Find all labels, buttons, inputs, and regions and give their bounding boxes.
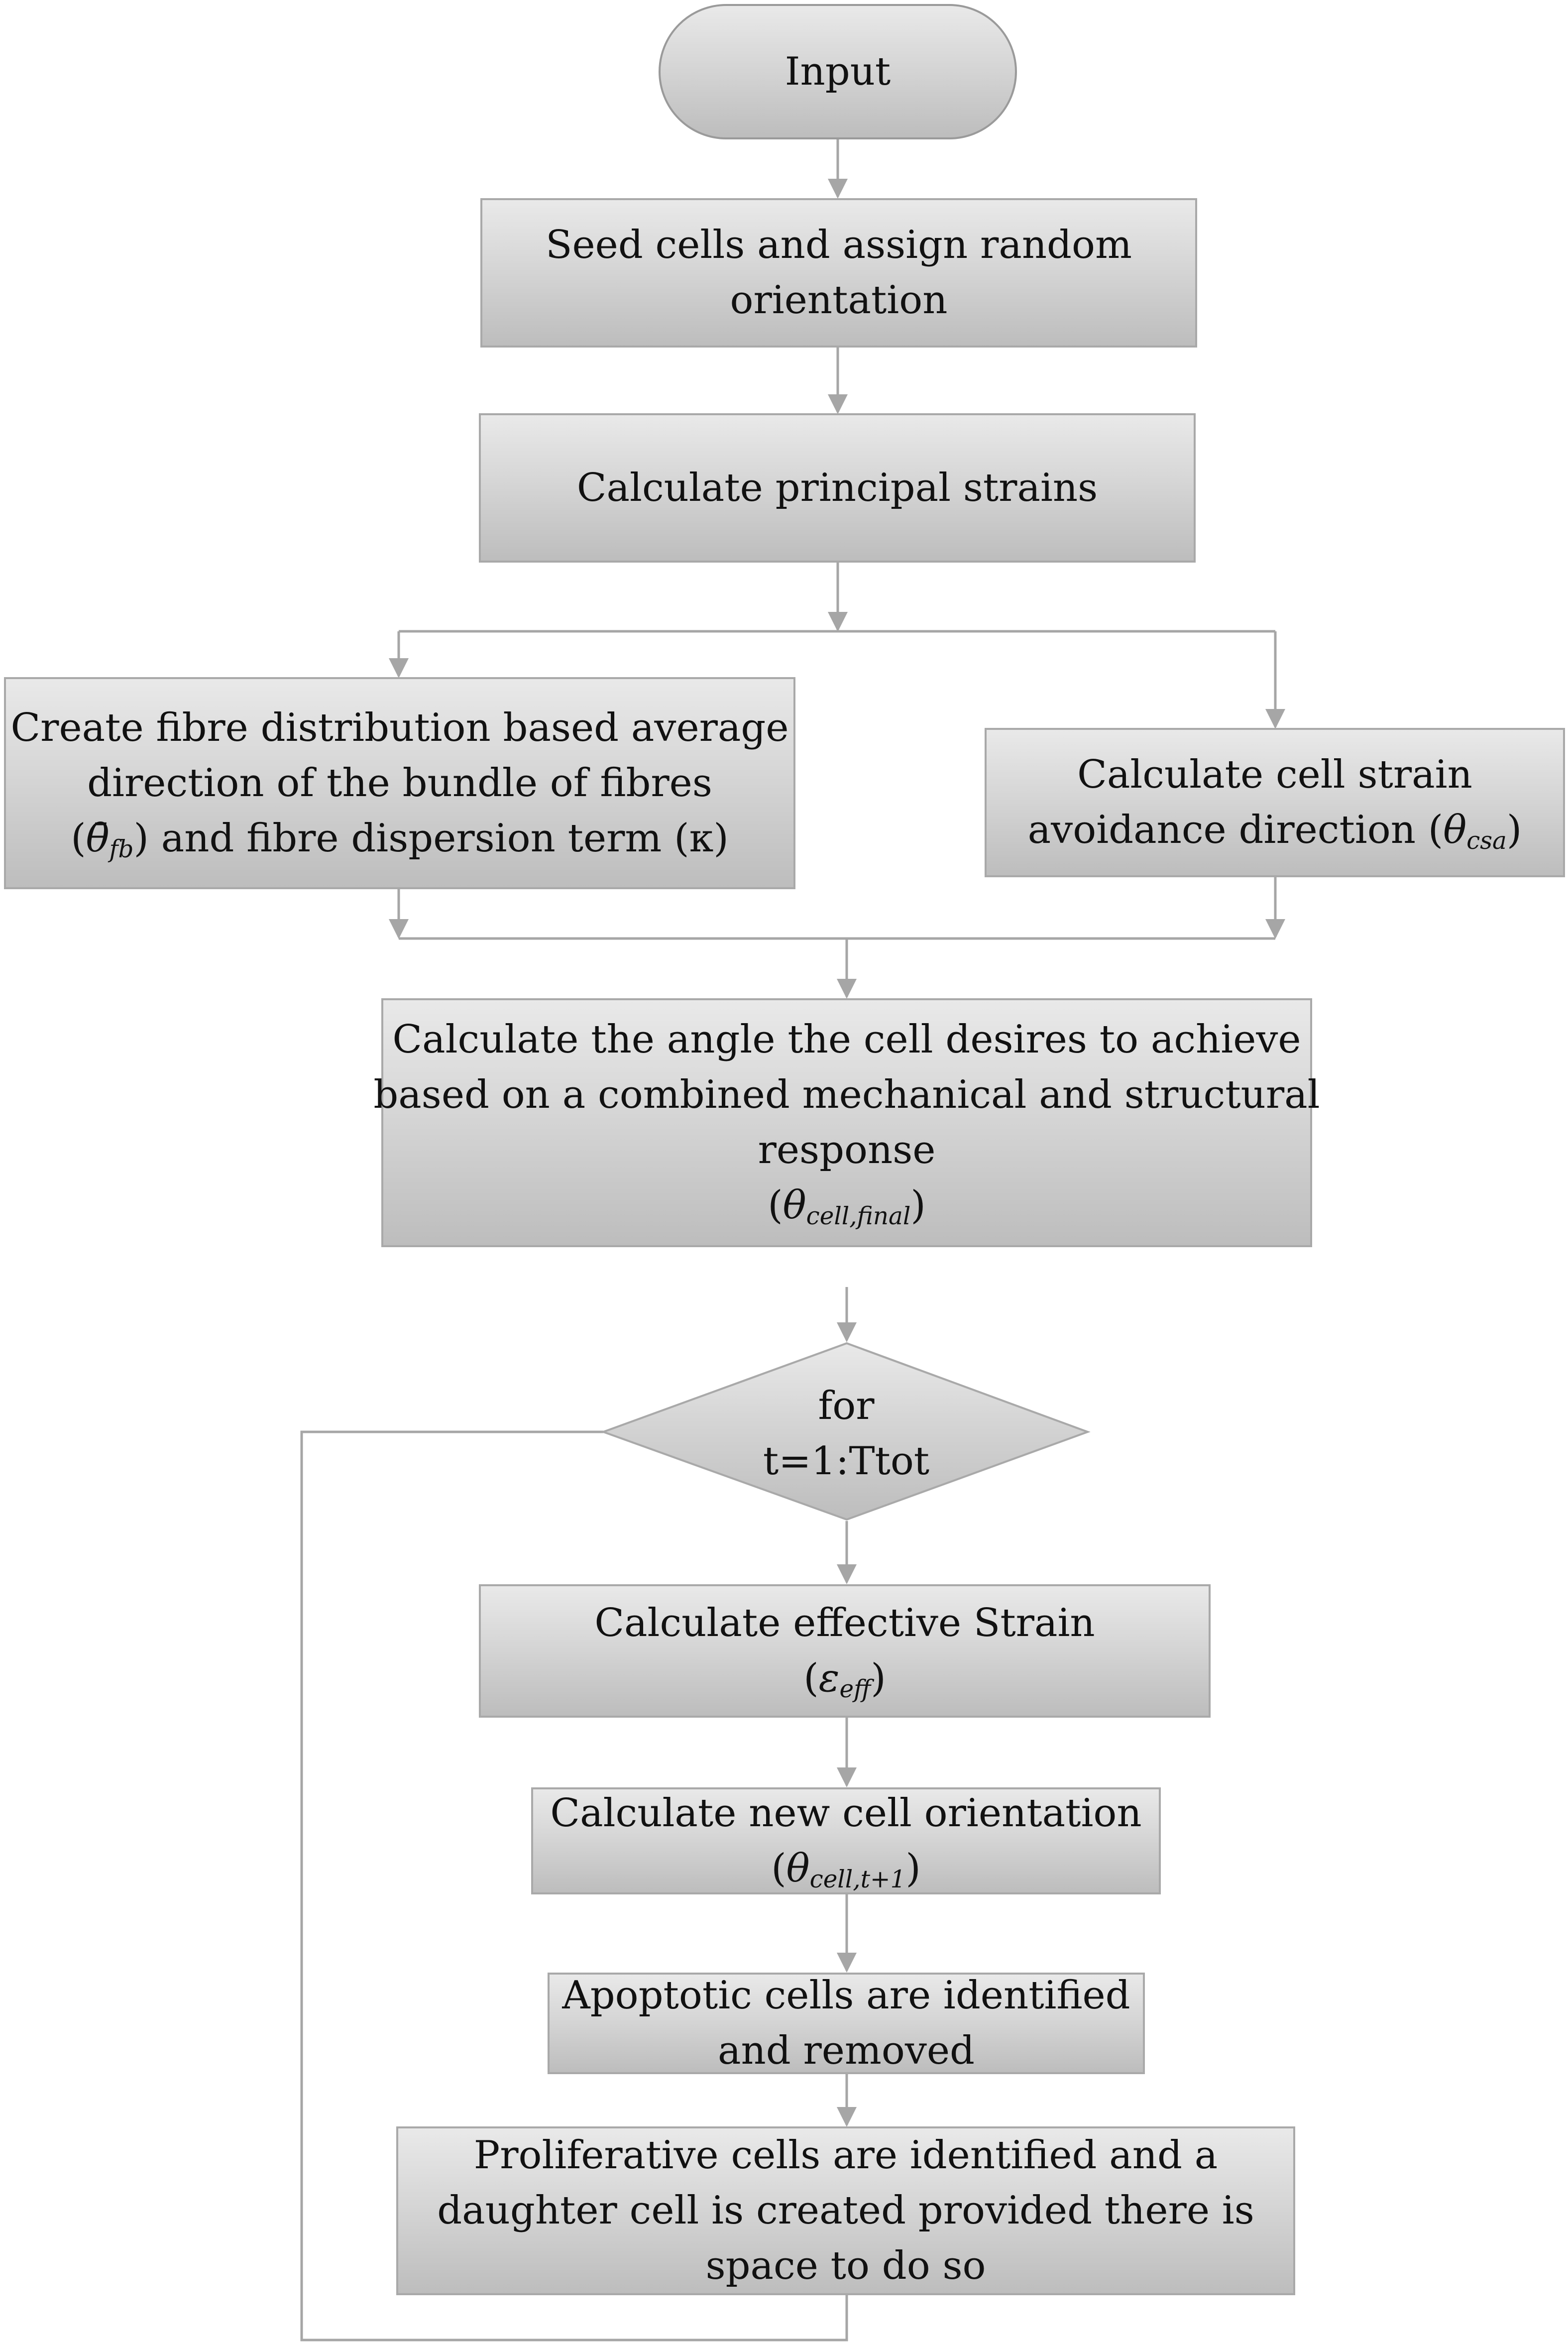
apoptotic-line-1: Apoptotic cells are identified (562, 1973, 1130, 2018)
loop-back-connector (300, 1430, 848, 2342)
neworient-theta-symbol: θ (786, 1846, 810, 1891)
fibre-theta-symbol: θ̄ (86, 816, 110, 861)
new-orientation-box: Calculate new cell orientation (θcell,t+… (531, 1787, 1161, 1894)
angle-line-3: response (758, 1128, 936, 1172)
neworient-line-2: (θcell,t+1) (771, 1846, 921, 1893)
csa-line-2-text: avoidance direction ( (1027, 808, 1444, 852)
fibre-line-3: (θ̄fb) and fibre dispersion term (κ) (71, 816, 729, 863)
fibre-line-2: direction of the bundle of fibres (87, 760, 712, 806)
fibre-distribution-box: Create fibre distribution based average … (4, 677, 795, 889)
seed-line-2: orientation (730, 278, 948, 323)
fibre-theta-sub: fb (109, 835, 134, 863)
principal-strains-box: Calculate principal strains (479, 413, 1196, 563)
csa-theta-symbol: θ (1443, 808, 1467, 852)
proliferative-line-2: daughter cell is created provided there … (437, 2188, 1254, 2233)
fibre-line-3-text: ) and fibre dispersion term (κ) (133, 816, 729, 861)
angle-theta-symbol: θ (783, 1183, 806, 1228)
principal-line-1: Calculate principal strains (576, 465, 1098, 510)
effective-strain-box: Calculate effective Strain (εeff) (479, 1584, 1211, 1718)
desired-angle-box: Calculate the angle the cell desires to … (373, 998, 1320, 1247)
apoptotic-line-2: and removed (718, 2028, 975, 2073)
strain-line-1: Calculate effective Strain (594, 1601, 1095, 1645)
angle-theta-sub: cell,final (806, 1202, 911, 1231)
strain-eps-symbol: ε (818, 1656, 840, 1701)
loop-decision-diamond (600, 1342, 1091, 1521)
loop-line-1: for (818, 1384, 875, 1428)
csa-line-1: Calculate cell strain (1077, 752, 1472, 797)
input-terminal: Input (659, 4, 1017, 139)
angle-line-1: Calculate the angle the cell desires to … (392, 1017, 1301, 1062)
input-label: Input (784, 49, 891, 94)
loop-decision-label: for t=1:Ttot (672, 1374, 1020, 1494)
strain-line-2: (εeff) (803, 1656, 886, 1704)
apoptotic-box: Apoptotic cells are identified and remov… (548, 1973, 1145, 2074)
proliferative-box: Proliferative cells are identified and a… (396, 2126, 1295, 2295)
angle-line-2: based on a combined mechanical and struc… (373, 1072, 1320, 1117)
proliferative-line-1: Proliferative cells are identified and a (473, 2133, 1218, 2178)
seed-line-1: Seed cells and assign random (546, 223, 1132, 267)
csa-line-2: avoidance direction (θcsa) (1027, 808, 1522, 855)
strain-eps-sub: eff (839, 1675, 871, 1704)
csa-theta-sub: csa (1466, 827, 1507, 855)
proliferative-line-3: space to do so (705, 2243, 986, 2288)
strain-avoidance-box: Calculate cell strain avoidance directio… (985, 728, 1565, 877)
neworient-theta-sub: cell,t+1 (809, 1865, 906, 1893)
neworient-line-1: Calculate new cell orientation (550, 1790, 1142, 1836)
loop-line-2: t=1:Ttot (763, 1439, 930, 1484)
seed-cells-box: Seed cells and assign random orientation (480, 198, 1197, 348)
angle-line-4: (θcell,final) (768, 1183, 926, 1231)
fibre-line-1: Create fibre distribution based average (10, 705, 789, 750)
